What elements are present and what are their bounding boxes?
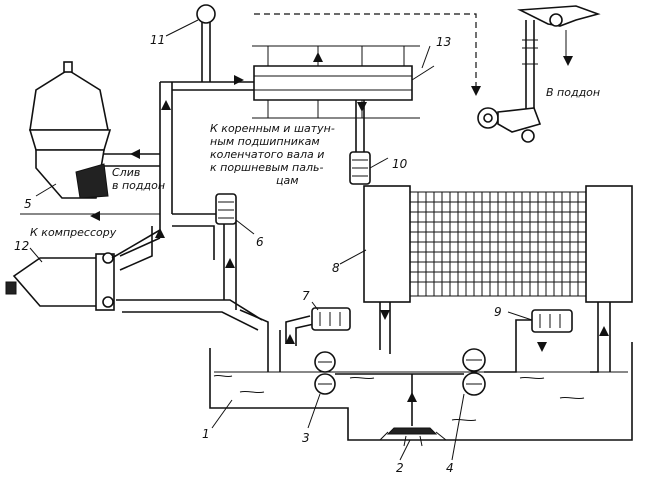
oil-intake-strainer bbox=[379, 374, 447, 447]
bearings-note-line-4: к поршневым паль- bbox=[210, 161, 323, 174]
flow-arrows bbox=[20, 52, 609, 402]
main-oil-lines bbox=[104, 81, 263, 331]
valve-7 bbox=[311, 307, 351, 331]
to-compressor-note: К компрессору bbox=[30, 226, 117, 239]
bearings-note-line-2: ным подшипникам bbox=[210, 135, 320, 148]
pressure-gauge-11 bbox=[196, 4, 216, 82]
valve-9 bbox=[531, 309, 573, 333]
label-5: 5 bbox=[24, 197, 32, 211]
fine-filter-12 bbox=[5, 252, 115, 311]
label-4: 4 bbox=[446, 461, 454, 475]
rocker-arm-assembly bbox=[254, 5, 601, 143]
label-11: 11 bbox=[150, 33, 165, 47]
centrifugal-filter-5 bbox=[28, 61, 112, 199]
label-13: 13 bbox=[436, 35, 451, 49]
label-1: 1 bbox=[202, 427, 210, 441]
label-6: 6 bbox=[256, 235, 264, 249]
to-sump-note: В поддон bbox=[546, 86, 600, 99]
label-7: 7 bbox=[302, 289, 310, 303]
oil-sump bbox=[209, 342, 633, 441]
oil-radiator-8 bbox=[363, 185, 633, 354]
main-oil-gallery-13 bbox=[252, 45, 435, 119]
label-2: 2 bbox=[396, 461, 404, 475]
oil-pump-4 bbox=[462, 348, 486, 396]
label-3: 3 bbox=[302, 431, 310, 445]
bearings-note-line-1: К коренным и шатун- bbox=[210, 122, 335, 135]
label-8: 8 bbox=[332, 261, 340, 275]
drain-note-line-1: Слив bbox=[112, 166, 140, 179]
bearings-note-line-3: коленчатого вала и bbox=[210, 148, 324, 161]
relief-valve-6 bbox=[215, 193, 237, 225]
callout-labels: 1 2 3 4 5 6 7 8 9 10 11 12 13 bbox=[14, 33, 502, 475]
valve-10 bbox=[349, 100, 371, 185]
sump-pipes bbox=[239, 300, 611, 375]
label-10: 10 bbox=[392, 157, 408, 171]
drain-note-line-2: в поддон bbox=[112, 179, 165, 192]
label-9: 9 bbox=[494, 305, 502, 319]
bearings-note-line-5: цам bbox=[276, 174, 299, 187]
text-annotations: К коренным и шатун- ным подшипникам коле… bbox=[30, 86, 600, 239]
leader-lines bbox=[29, 19, 533, 461]
oil-pump-3 bbox=[314, 351, 336, 395]
label-12: 12 bbox=[14, 239, 29, 253]
